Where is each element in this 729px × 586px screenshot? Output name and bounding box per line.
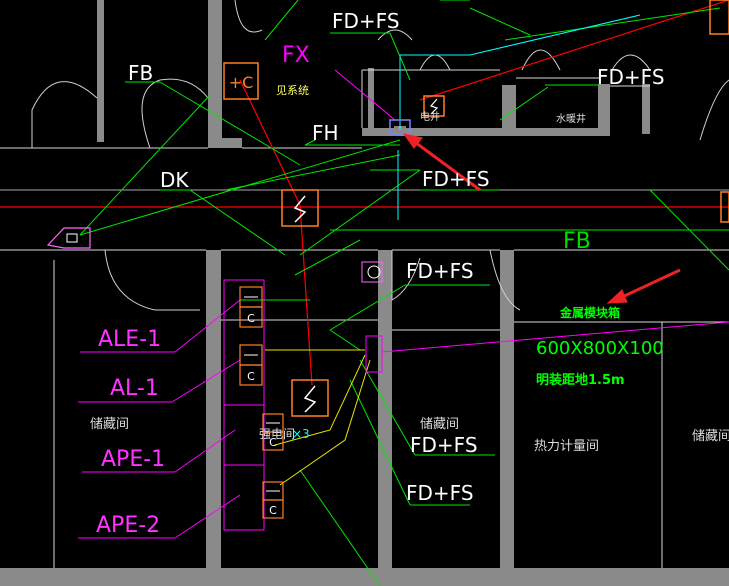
label-fd-fs-lower1: FD+FS — [410, 433, 478, 457]
panel-c-label-4: C — [269, 504, 277, 517]
symbol-fan-2 — [291, 379, 329, 417]
panel-c-label-1: C — [247, 312, 255, 325]
label-fb-left: FB — [128, 61, 153, 85]
architectural-lines — [0, 69, 729, 568]
label-fx: FX — [282, 43, 310, 68]
label-al1: AL-1 — [110, 376, 159, 401]
label-fd-fs-right: FD+FS — [597, 65, 665, 89]
room-storage-mid: 储藏间 — [420, 417, 459, 432]
label-ale1: ALE-1 — [98, 327, 161, 352]
box-height: 明装距地1.5m — [536, 372, 625, 388]
label-ref-system: 见系统 — [276, 84, 309, 97]
red-wiring — [0, 0, 729, 386]
symbol-socket — [361, 261, 383, 283]
yellow-wiring — [265, 349, 371, 486]
room-storage-right: 储藏间 — [692, 429, 729, 444]
box-type: 金属模块箱 — [559, 305, 620, 320]
annotation-arrows — [402, 133, 681, 304]
symbol-right-fan — [709, 0, 729, 223]
box-size: 600X800X100 — [536, 338, 664, 359]
panel-group — [239, 286, 284, 519]
labels-white: FD+FS FD+FS FD+FS FD+FS FD+FS FD+FS FB F… — [128, 9, 665, 505]
label-fd-fs-center: FD+FS — [406, 259, 474, 283]
label-fd-fs-lower2: FD+FS — [406, 481, 474, 505]
panel-c-labels: C C C C — [247, 312, 277, 517]
magenta-wiring — [78, 69, 729, 539]
label-dk: DK — [160, 168, 189, 192]
label-fd-fs-mid: FD+FS — [422, 167, 490, 191]
symbol-speaker — [46, 227, 91, 249]
room-water: 水暖井 — [556, 112, 586, 125]
symbol-fx-box: +C — [223, 62, 259, 100]
label-fh: FH — [312, 121, 339, 145]
room-storage-left: 储藏间 — [90, 417, 129, 432]
cyan-wiring — [397, 14, 641, 220]
label-ape1: APE-1 — [101, 447, 165, 472]
room-heat: 热力计量间 — [534, 439, 599, 454]
label-multiplier: ×3 — [292, 427, 310, 441]
labels-magenta: ALE-1 AL-1 APE-1 APE-2 — [96, 327, 165, 538]
panel-meter-marks — [244, 296, 280, 492]
symbol-fan-1 — [281, 189, 319, 227]
svg-text:+C: +C — [229, 73, 254, 92]
symbol-junction — [389, 119, 411, 135]
symbol-fan-small — [423, 95, 445, 117]
green-leaders — [79, 0, 729, 586]
label-fb-right: FB — [563, 229, 591, 254]
labels-rooms: 储藏间 储藏间 储藏间 热力计量间 电井 水暖井 强电间 — [90, 110, 729, 454]
panel-c-label-2: C — [247, 370, 255, 383]
label-fd-fs-top: FD+FS — [332, 9, 400, 33]
room-electric: 电井 — [420, 110, 440, 123]
room-strong: 强电间 — [259, 427, 295, 441]
label-ape2: APE-2 — [96, 513, 160, 538]
box-spec: 金属模块箱 600X800X100 明装距地1.5m — [536, 305, 664, 388]
panel-c-label-3: C — [269, 436, 277, 449]
door-arcs — [31, 0, 729, 311]
